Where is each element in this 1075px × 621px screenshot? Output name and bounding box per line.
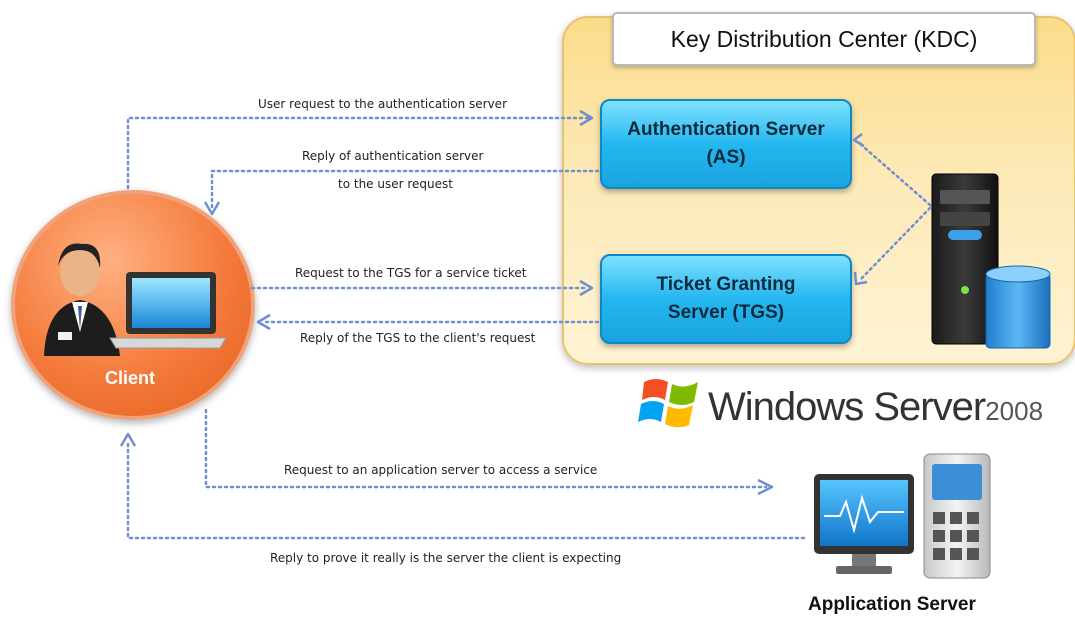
windows-server-branding: Windows Server2008 <box>708 385 1043 430</box>
ticket-granting-server-box: Ticket Granting Server (TGS) <box>600 254 852 344</box>
client-label: Client <box>104 368 155 388</box>
authentication-server-box: Authentication Server (AS) <box>600 99 852 189</box>
label-tgs-request: Request to the TGS for a service ticket <box>295 266 527 280</box>
arrow-as-reply <box>210 169 600 210</box>
windows-logo-icon <box>638 379 698 428</box>
label-app-request: Request to an application server to acce… <box>284 463 598 477</box>
client-user-laptop-icon <box>44 243 227 356</box>
label-app-reply: Reply to prove it really is the server t… <box>270 551 622 565</box>
application-server-label: Application Server <box>808 594 976 615</box>
arrow-server-tgs <box>858 206 932 282</box>
label-tgs-reply: Reply of the TGS to the client's request <box>300 331 536 345</box>
windows-server-version: 2008 <box>985 396 1044 426</box>
as-label-line1: Authentication Server <box>627 119 825 140</box>
tgs-label-line1: Ticket Granting <box>656 274 796 295</box>
arrow-app-request <box>204 408 768 489</box>
windows-server-product: Windows Server <box>708 385 986 429</box>
arrow-server-as <box>856 140 932 207</box>
arrow-app-reply <box>126 438 806 540</box>
arrow-user-request <box>126 116 590 190</box>
application-server-icon <box>814 453 991 579</box>
kdc-server-icon <box>931 173 1051 349</box>
tgs-label-line2: Server (TGS) <box>667 302 785 323</box>
label-as-reply-2: to the user request <box>338 177 453 191</box>
kdc-title: Key Distribution Center (KDC) <box>612 12 1036 66</box>
as-label-line2: (AS) <box>706 147 746 168</box>
label-user-request: User request to the authentication serve… <box>258 97 507 111</box>
label-as-reply-1: Reply of authentication server <box>302 149 484 163</box>
